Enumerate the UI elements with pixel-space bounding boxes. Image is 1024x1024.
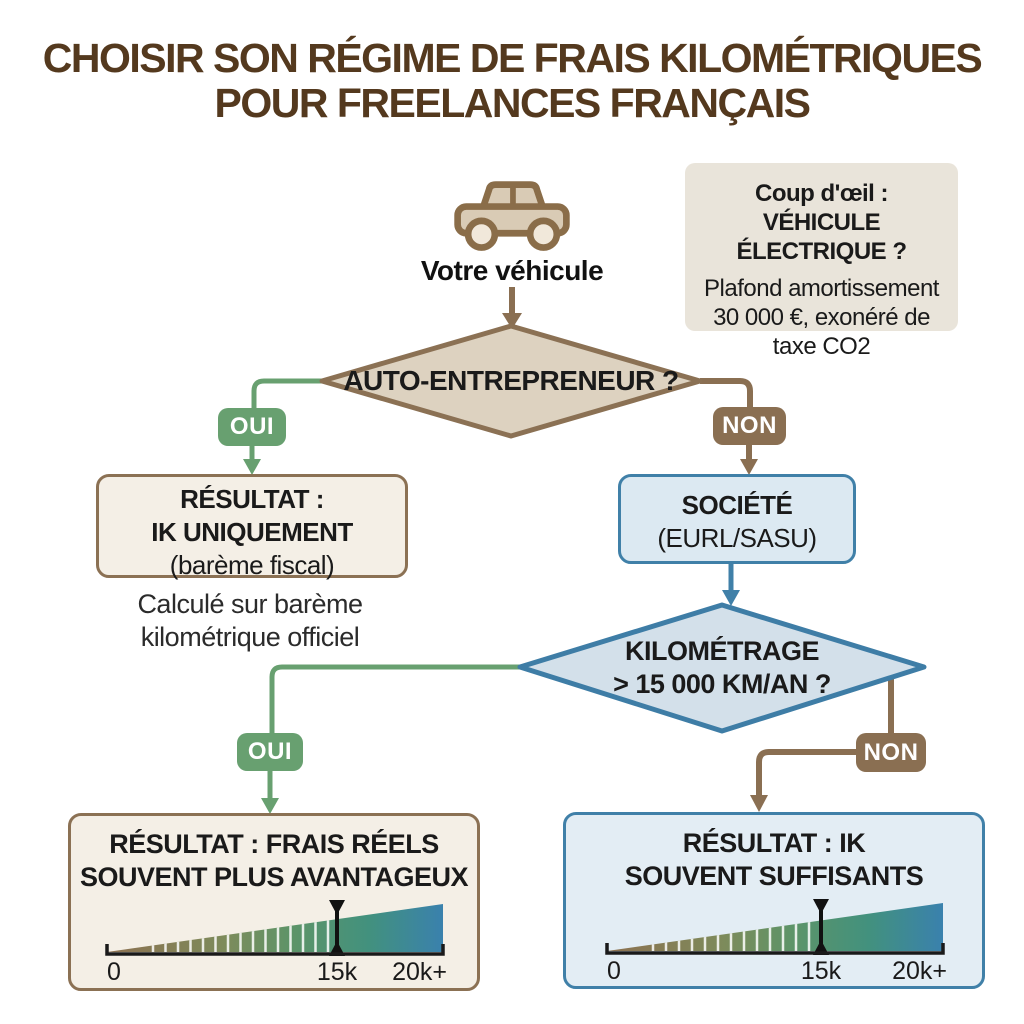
gauge-wedge [107, 904, 443, 952]
result-ik-caption: Calculé sur barème kilométrique officiel [70, 588, 430, 654]
decision2-non-label: NON [863, 738, 919, 766]
callout-heading-line2: VÉHICULE ÉLECTRIQUE ? [736, 209, 907, 265]
gauge-label-mid: 15k [317, 958, 358, 984]
gauge-baseline [605, 943, 945, 955]
callout-body-line3: taxe CO2 [772, 333, 871, 360]
gauge-wedge [607, 903, 943, 951]
decision-kilometrage-shape [517, 602, 927, 734]
result-ik-uniquement-box: RÉSULTAT : IK UNIQUEMENT (barème fiscal) [96, 474, 408, 580]
decision1-oui-label: OUI [229, 413, 275, 440]
decision2-non-badge: NON [856, 733, 926, 772]
result-ik-caption-line2: kilométrique officiel [140, 622, 360, 652]
decision1-non-badge: NON [713, 407, 786, 445]
result-ik-line2: IK UNIQUEMENT [151, 517, 353, 547]
gauge-baseline [105, 944, 445, 956]
car-icon [454, 181, 570, 251]
decision1-non-label: NON [722, 412, 777, 439]
ik-suffisants-line1: RÉSULTAT : IK [682, 828, 866, 858]
result-ik-suffisants-box: RÉSULTAT : IK SOUVENT SUFFISANTS [563, 812, 985, 989]
gauge-label-mid: 15k [801, 957, 842, 983]
arrow-vehicle-to-decision1 [502, 287, 522, 329]
frais-reels-gauge: 0 15k 20k+ [105, 900, 447, 984]
connector-decision1-oui [243, 378, 322, 475]
connector-decision1-non [700, 378, 758, 475]
decision-kilometrage-label: KILOMÉTRAGE > 15 000 KM/AN ? [514, 599, 930, 737]
callout-body-line1: Plafond amortissement [704, 275, 939, 302]
page-title-line1: CHOISIR SON RÉGIME DE FRAIS KILOMÉTRIQUE… [42, 35, 983, 81]
vehicle-label: Votre véhicule [420, 255, 604, 286]
decision1-question: AUTO-ENTREPRENEUR ? [343, 365, 679, 396]
decision2-question-line2: > 15 000 KM/AN ? [613, 669, 831, 699]
callout-body-line2: 30 000 €, exonéré de [713, 304, 930, 331]
societe-line1: SOCIÉTÉ [681, 490, 793, 520]
callout-heading-line1: Coup d'œil : [755, 180, 889, 207]
gauge-label-start: 0 [107, 958, 121, 984]
result-frais-reels-box: RÉSULTAT : FRAIS RÉELS SOUVENT PLUS AVAN… [68, 813, 480, 991]
gauge-label-start: 0 [607, 957, 621, 983]
decision2-oui-label: OUI [247, 738, 293, 765]
frais-reels-line1: RÉSULTAT : FRAIS RÉELS [109, 829, 439, 859]
decision1-oui-badge: OUI [218, 408, 286, 446]
societe-line2: (EURL/SASU) [657, 523, 817, 553]
result-ik-line1: RÉSULTAT : [180, 484, 324, 514]
ik-suffisants-line2: SOUVENT SUFFISANTS [624, 861, 924, 891]
arrow-societe-to-decision2 [722, 562, 740, 606]
electric-vehicle-callout: Coup d'œil : VÉHICULE ÉLECTRIQUE ? Plafo… [685, 163, 958, 360]
gauge-label-end: 20k+ [892, 957, 947, 983]
decision-auto-entrepreneur-label: AUTO-ENTREPRENEUR ? [315, 320, 707, 442]
result-ik-caption-line1: Calculé sur barème [137, 589, 363, 619]
decision-auto-entrepreneur-shape [319, 323, 703, 439]
page-title-line2: POUR FREELANCES FRANÇAIS [214, 80, 811, 126]
societe-box: SOCIÉTÉ (EURL/SASU) [618, 474, 856, 564]
page-title: CHOISIR SON RÉGIME DE FRAIS KILOMÉTRIQUE… [0, 36, 1024, 126]
ik-suffisants-gauge: 0 15k 20k+ [605, 899, 947, 983]
gauge-label-end: 20k+ [392, 958, 447, 984]
frais-reels-line2: SOUVENT PLUS AVANTAGEUX [79, 862, 469, 892]
decision2-question-line1: KILOMÉTRAGE [625, 636, 820, 666]
gauge-ticks [151, 904, 330, 952]
connector-decision2-non [750, 676, 894, 812]
result-ik-line3: (barème fiscal) [169, 550, 335, 580]
decision2-oui-badge: OUI [237, 733, 303, 771]
connector-decision2-oui [261, 664, 522, 814]
callout-body: Plafond amortissement 30 000 €, exonéré … [685, 274, 958, 361]
